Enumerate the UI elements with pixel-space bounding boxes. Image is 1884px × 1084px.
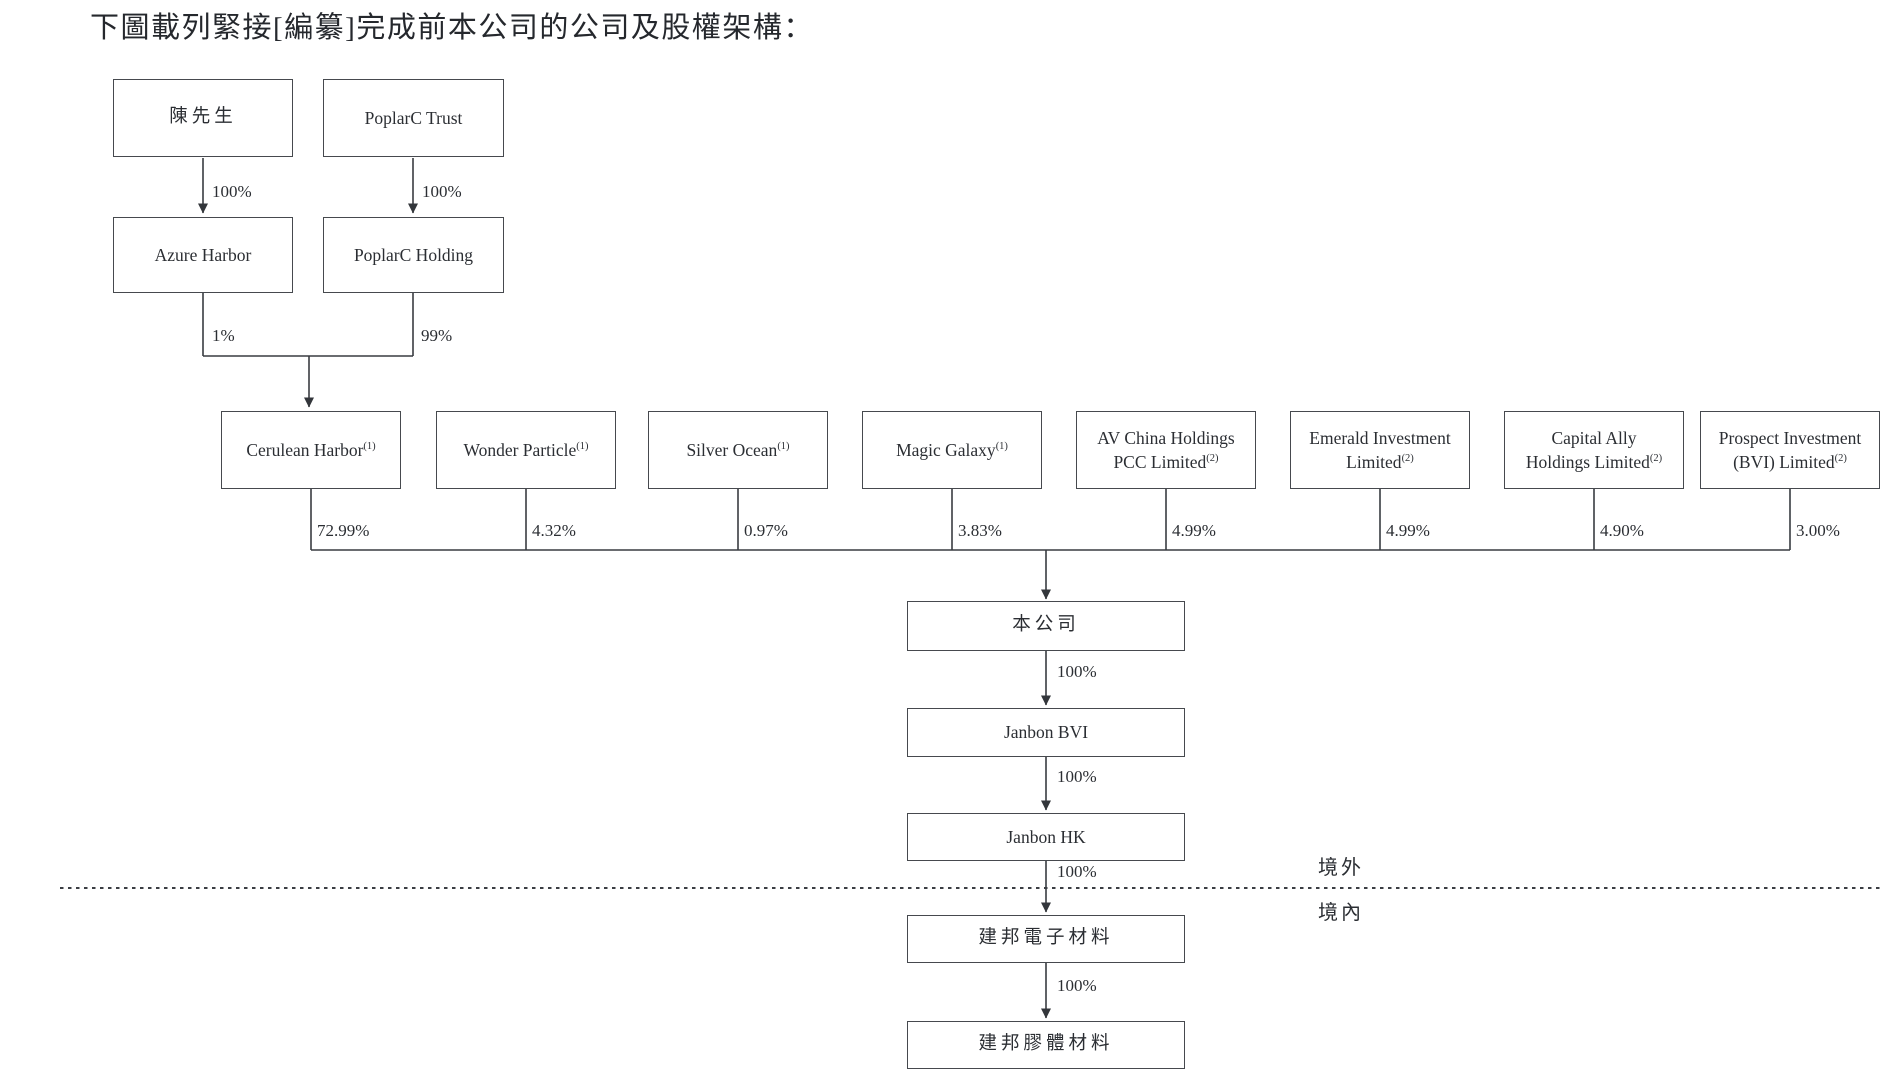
node-label: Prospect Investment(BVI) Limited(2) [1718, 427, 1862, 473]
pct-holding-to-cerulean: 99% [421, 326, 453, 345]
node-label: PoplarC Holding [353, 244, 474, 265]
page-title: 下圖載列緊接[編纂]完成前本公司的公司及股權架構： [90, 12, 814, 44]
pct-trust-to-holding: 100% [422, 182, 462, 201]
offshore-label: 境外 [1318, 857, 1364, 879]
pct-janbon-hk-to-electronic: 100% [1057, 862, 1097, 881]
node-azure-harbor: Azure Harbor [113, 217, 293, 293]
onshore-label: 境內 [1318, 902, 1364, 924]
pct-silver: 0.97% [744, 521, 788, 540]
node-janbon-bvi: Janbon BVI [907, 708, 1185, 757]
node-poplarc-trust: PoplarC Trust [323, 79, 504, 157]
node-cerulean-harbor: Cerulean Harbor(1) [221, 411, 401, 489]
node-poplarc-holding: PoplarC Holding [323, 217, 504, 293]
pct-wonder: 4.32% [532, 521, 576, 540]
node-label: Silver Ocean(1) [686, 439, 790, 460]
node-jianbang-electronic-materials: 建邦電子材料 [907, 915, 1185, 963]
node-label: Cerulean Harbor(1) [246, 439, 376, 460]
node-label: 本公司 [1012, 615, 1080, 636]
node-label: Azure Harbor [154, 244, 252, 265]
pct-magic: 3.83% [958, 521, 1002, 540]
node-label: Magic Galaxy(1) [896, 439, 1008, 460]
node-janbon-hk: Janbon HK [907, 813, 1185, 861]
pct-emerald: 4.99% [1386, 521, 1430, 540]
node-wonder-particle: Wonder Particle(1) [436, 411, 616, 489]
node-label: Janbon HK [1006, 826, 1086, 847]
pct-capitalally: 4.90% [1600, 521, 1644, 540]
node-label: 陳先生 [169, 107, 237, 128]
node-label: PoplarC Trust [364, 107, 463, 128]
pct-janbon-bvi-to-janbon-hk: 100% [1057, 767, 1097, 786]
pct-electronic-to-colloid: 100% [1057, 976, 1097, 995]
pct-company-to-janbon-bvi: 100% [1057, 662, 1097, 681]
pct-avchina: 4.99% [1172, 521, 1216, 540]
pct-azure-to-cerulean: 1% [212, 326, 235, 345]
node-magic-galaxy: Magic Galaxy(1) [862, 411, 1042, 489]
pct-prospect: 3.00% [1796, 521, 1840, 540]
node-prospect-investment: Prospect Investment(BVI) Limited(2) [1700, 411, 1880, 489]
pct-chen-to-azure: 100% [212, 182, 252, 201]
node-label: 建邦膠體材料 [978, 1034, 1114, 1055]
node-silver-ocean: Silver Ocean(1) [648, 411, 828, 489]
node-label: Wonder Particle(1) [463, 439, 589, 460]
node-label: 建邦電子材料 [978, 928, 1114, 949]
node-label: Janbon BVI [1003, 722, 1089, 743]
pct-cerulean: 72.99% [317, 521, 370, 540]
node-mr-chen: 陳先生 [113, 79, 293, 157]
node-the-company: 本公司 [907, 601, 1185, 651]
node-jianbang-colloid-materials: 建邦膠體材料 [907, 1021, 1185, 1069]
